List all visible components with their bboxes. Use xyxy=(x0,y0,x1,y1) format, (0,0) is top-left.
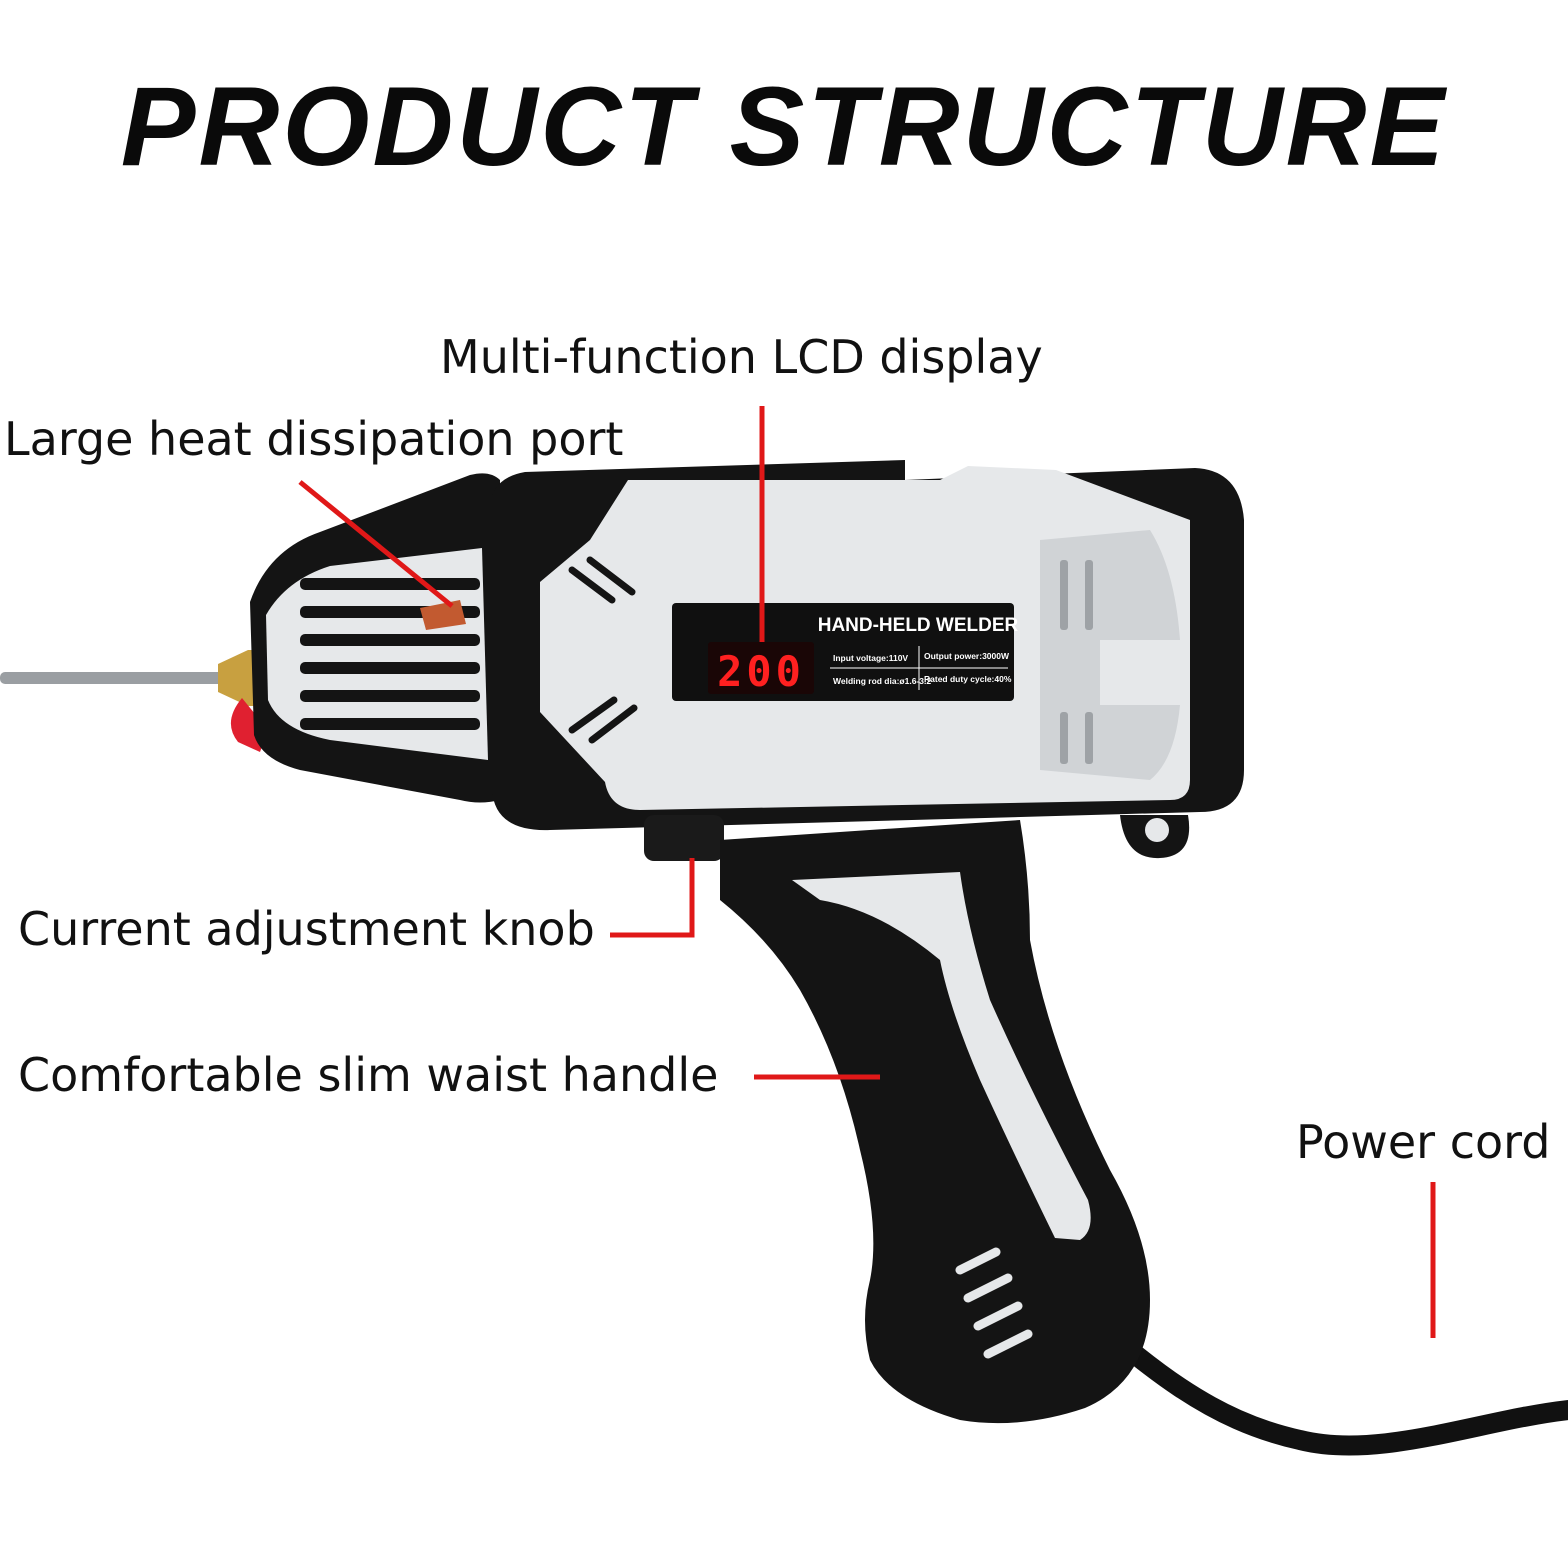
label-slim-waist-handle: Comfortable slim waist handle xyxy=(18,1048,719,1102)
handle-accent xyxy=(792,872,1091,1240)
welding-rod xyxy=(0,672,225,684)
panel-title: HAND-HELD WELDER xyxy=(818,615,1019,636)
handle-grip xyxy=(720,820,1150,1424)
brass-nozzle xyxy=(218,650,256,706)
side-vent-ribs xyxy=(1060,560,1093,764)
spec-duty-cycle: Rated duty cycle:40% xyxy=(924,674,1012,684)
label-current-adjustment-knob: Current adjustment knob xyxy=(18,902,595,956)
label-lcd-display: Multi-function LCD display xyxy=(440,330,1043,384)
adjustment-knob xyxy=(644,815,724,861)
leader-knob xyxy=(610,858,695,938)
leader-heat xyxy=(298,480,454,608)
page-title: PRODUCT STRUCTURE xyxy=(120,64,1448,189)
hanging-hole xyxy=(1145,818,1169,842)
spec-input-voltage: Input voltage:110V xyxy=(833,653,908,663)
heat-coil xyxy=(420,600,466,630)
lcd-display xyxy=(708,642,814,694)
handle-vent-slots xyxy=(955,1247,1033,1359)
label-heat-dissipation-port: Large heat dissipation port xyxy=(4,412,624,466)
spec-rod-dia: Welding rod dia:ø1.6-3.2 xyxy=(833,676,931,686)
spec-output-power: Output power:3000W xyxy=(924,651,1010,661)
side-vent xyxy=(1040,530,1180,780)
leader-lines xyxy=(298,406,1436,1338)
vent-grille xyxy=(266,548,488,760)
lcd-value: 200 xyxy=(717,647,805,696)
shell-slots xyxy=(568,556,638,744)
label-power-cord: Power cord xyxy=(1296,1115,1551,1169)
